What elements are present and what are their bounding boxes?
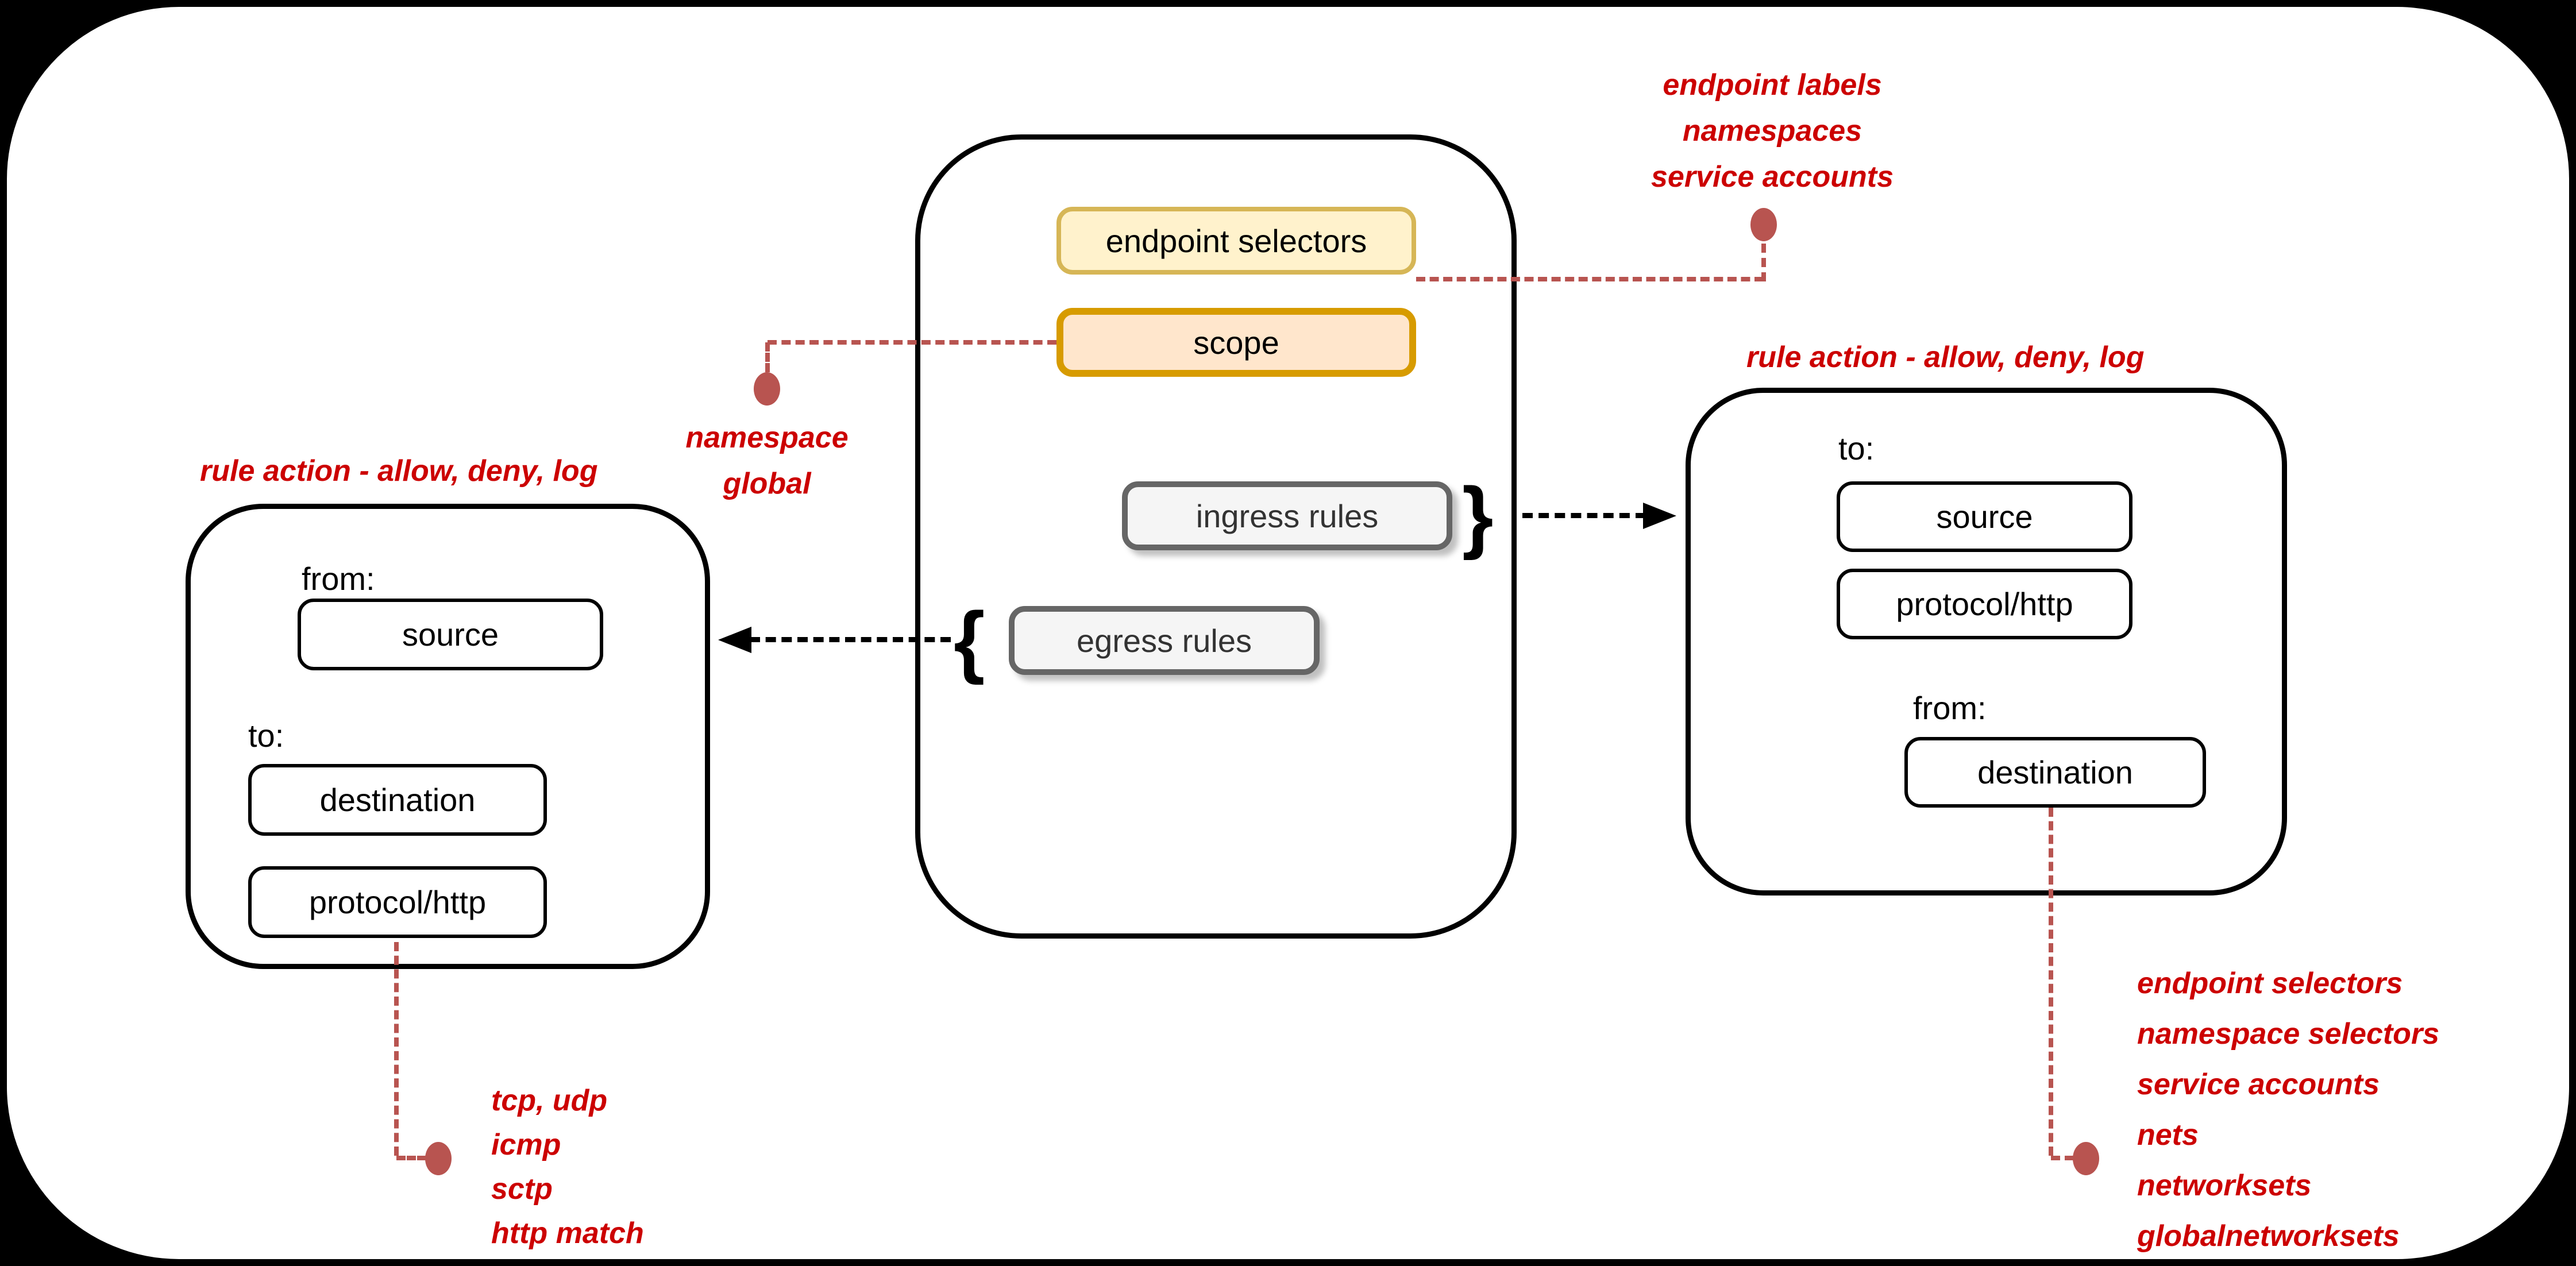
endpoint-selectors-label: endpoint selectors [1105, 222, 1367, 259]
egress-destination-node: destination [248, 764, 547, 836]
ingress-rules-label: ingress rules [1196, 497, 1379, 534]
ingress-rules-node: ingress rules [1122, 481, 1452, 550]
protocol-note-line: icmp [491, 1128, 561, 1161]
ingress-to-label: to: [1838, 430, 1875, 466]
protocol-note-line: tcp, udp [491, 1084, 608, 1117]
destination-note-line: service accounts [2137, 1068, 2380, 1101]
destination-note-line: endpoint selectors [2137, 967, 2403, 1000]
scope-note-line: global [723, 467, 811, 500]
endpoint-selectors-connector-v [1761, 244, 1766, 281]
scope-node: scope [1056, 308, 1416, 377]
egress-source-label: source [402, 616, 499, 653]
protocol-note-dot [425, 1142, 452, 1175]
destination-note-connector-h [2051, 1156, 2074, 1160]
scope-note-line: namespace [685, 421, 849, 454]
egress-brace: { [954, 595, 985, 685]
endpoint-selectors-note-line: endpoint labels [1663, 68, 1882, 102]
ingress-destination-node: destination [1904, 737, 2206, 808]
destination-note: endpoint selectors namespace selectors s… [2137, 958, 2439, 1261]
scope-note-dot [754, 372, 780, 406]
endpoint-selectors-connector-h [1416, 277, 1764, 281]
destination-note-dot [2073, 1142, 2099, 1175]
egress-arrow-head [718, 627, 751, 653]
endpoint-selectors-note-line: service accounts [1651, 160, 1894, 194]
scope-connector-v [765, 342, 770, 372]
endpoint-selectors-note-dot [1750, 208, 1777, 241]
ingress-from-label: from: [1913, 690, 1987, 726]
protocol-note-line: sctp [491, 1172, 553, 1206]
egress-arrow-line [750, 637, 951, 642]
protocol-note-connector-h [396, 1156, 426, 1160]
destination-note-connector-v [2049, 808, 2053, 1156]
ingress-protocol-label: protocol/http [1896, 586, 2073, 622]
egress-protocol-node: protocol/http [248, 866, 547, 938]
destination-note-line: networksets [2137, 1169, 2312, 1202]
egress-rules-node: egress rules [1009, 606, 1320, 675]
egress-from-label: from: [302, 561, 375, 597]
destination-note-line: nets [2137, 1118, 2199, 1152]
ingress-brace: } [1462, 470, 1494, 561]
protocol-note-connector-v [394, 942, 399, 1156]
egress-rule-action-title: rule action - allow, deny, log [200, 454, 598, 488]
egress-destination-label: destination [319, 782, 476, 818]
endpoint-selectors-note-line: namespaces [1682, 114, 1862, 148]
protocol-note: tcp, udp icmp sctp http match [491, 1079, 644, 1256]
protocol-note-line: http match [491, 1217, 644, 1250]
ingress-rule-action-title: rule action - allow, deny, log [1746, 341, 2145, 374]
destination-note-line: namespace selectors [2137, 1017, 2440, 1051]
egress-protocol-label: protocol/http [308, 884, 487, 920]
egress-to-label: to: [248, 717, 284, 754]
ingress-destination-label: destination [1977, 754, 2133, 790]
scope-connector-h [768, 340, 1056, 345]
egress-rules-label: egress rules [1076, 622, 1252, 659]
endpoint-selectors-node: endpoint selectors [1056, 207, 1416, 275]
ingress-protocol-node: protocol/http [1837, 569, 2132, 639]
ingress-source-label: source [1936, 499, 2033, 535]
ingress-arrow-line [1522, 513, 1646, 518]
scope-label: scope [1193, 324, 1279, 361]
endpoint-selectors-note: endpoint labels namespaces service accou… [1609, 62, 1936, 200]
ingress-detail-box [1686, 388, 2287, 896]
destination-note-line: globalnetworksets [2137, 1219, 2400, 1253]
ingress-arrow-head [1643, 503, 1676, 529]
scope-note: namespace global [623, 415, 911, 507]
egress-source-node: source [298, 599, 603, 670]
ingress-source-node: source [1837, 481, 2132, 552]
